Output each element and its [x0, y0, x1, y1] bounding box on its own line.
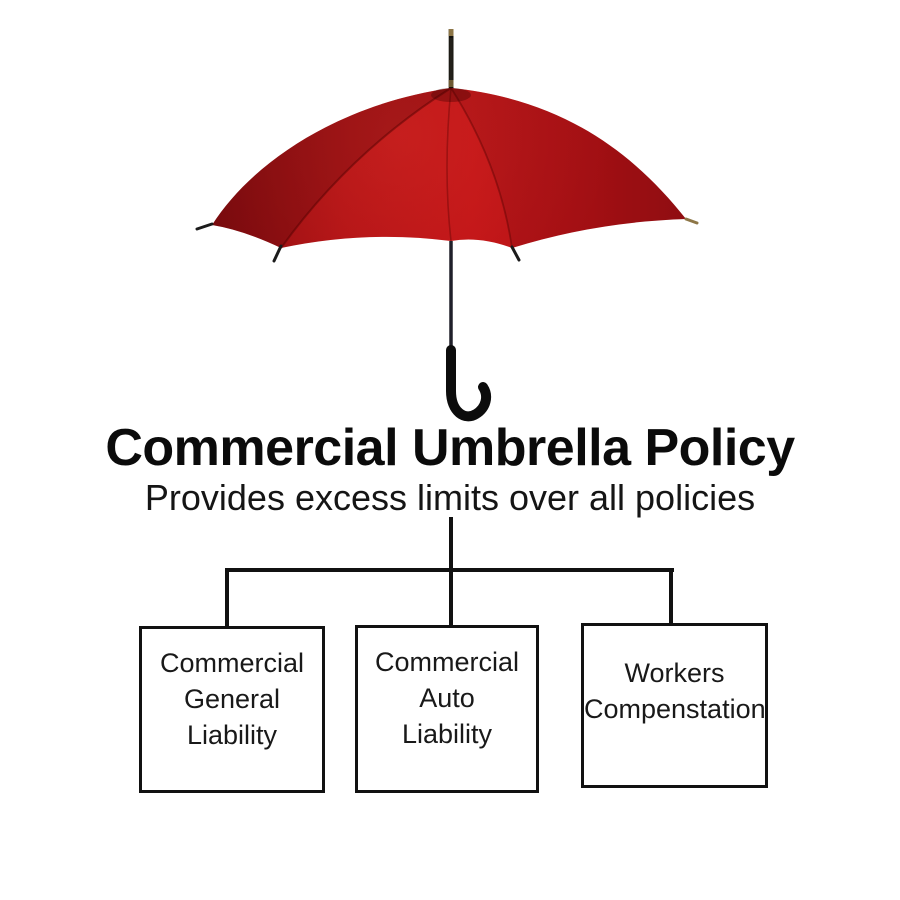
policy-box-line: Commercial — [374, 647, 520, 677]
policy-box-line: Workers — [624, 658, 725, 688]
umbrella-handle — [446, 345, 492, 422]
connector-drop-right — [669, 570, 673, 625]
diagram-subtitle: Provides excess limits over all policies — [144, 477, 756, 518]
umbrella-ferrule — [448, 29, 454, 89]
policy-box-line: Commercial — [159, 648, 305, 678]
policy-box-line: Liability — [401, 719, 493, 749]
connector-stem — [449, 517, 453, 572]
policy-box-line: Liability — [186, 720, 278, 750]
connector-drop-center — [449, 570, 453, 627]
policy-box-line: Auto — [419, 683, 475, 713]
policy-box-line: General — [183, 684, 281, 714]
connector-drop-left — [225, 570, 229, 628]
policy-box-line: Compenstation — [584, 694, 766, 724]
diagram-title: Commercial Umbrella Policy — [105, 419, 795, 477]
policy-box-commercial-general-liability: Commercial General Liability — [139, 626, 325, 793]
umbrella-canopy — [195, 87, 699, 263]
policy-box-workers-compensation: Workers Compenstation — [581, 623, 768, 788]
policy-box-commercial-auto-liability: Commercial Auto Liability — [355, 625, 539, 793]
